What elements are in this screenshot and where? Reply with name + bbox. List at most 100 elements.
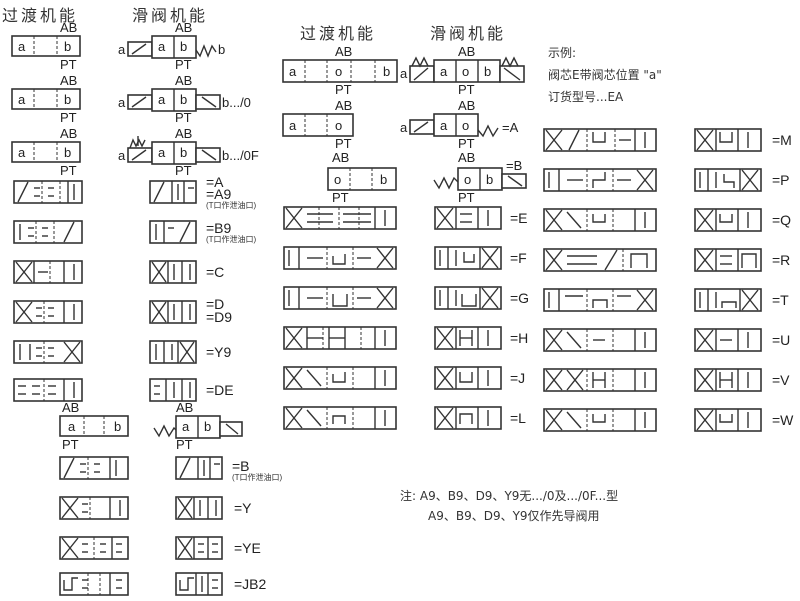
- transition-R: [543, 248, 657, 272]
- svg-text:a: a: [158, 92, 166, 107]
- spring-label-A: =A: [502, 120, 519, 135]
- svg-text:AB: AB: [175, 73, 192, 88]
- function-label-D: =D: [206, 296, 225, 312]
- svg-text:a: a: [158, 145, 166, 160]
- spool-A: [149, 180, 197, 204]
- transition-symbol-4: AB a b PT: [59, 400, 129, 452]
- svg-text:AB: AB: [335, 98, 352, 113]
- svg-text:PT: PT: [175, 163, 192, 178]
- svg-text:a: a: [400, 120, 408, 135]
- spool-B: [175, 456, 223, 480]
- spool-F: [434, 246, 502, 270]
- transition-P: [543, 168, 657, 192]
- spool-E: [434, 206, 502, 230]
- function-label-D9: =D9: [206, 309, 233, 325]
- spool-Q: [694, 208, 762, 232]
- svg-text:AB: AB: [62, 400, 79, 415]
- transition-A: [13, 180, 83, 204]
- function-label-B9: =B9: [206, 220, 232, 236]
- svg-text:a: a: [289, 64, 297, 79]
- svg-text:AB: AB: [458, 98, 475, 113]
- spool-M: [694, 128, 762, 152]
- function-label-F: =F: [510, 250, 527, 266]
- spool-Y: [175, 496, 223, 520]
- function-label-J: =J: [510, 370, 526, 386]
- function-remark-B: (T口作泄油口): [232, 473, 283, 482]
- transition-E: [283, 206, 397, 230]
- function-label-JB2: =JB2: [234, 576, 267, 592]
- function-label-DE: =DE: [206, 382, 234, 398]
- function-label-R: =R: [772, 252, 791, 268]
- svg-text:PT: PT: [458, 136, 475, 151]
- function-label-A9: =A9: [206, 186, 232, 202]
- example-block: 示例: 阀芯E带阀芯位置 "a" 订货型号...EA: [548, 42, 662, 108]
- title-transition-right: 过渡机能: [300, 24, 377, 43]
- svg-text:a: a: [400, 66, 408, 81]
- svg-text:PT: PT: [458, 190, 475, 205]
- function-grid-col1: =E =F =G =H =J =L: [283, 206, 543, 446]
- function-grid-col2: =M =P =Q =R =T =U =V =W: [543, 128, 800, 438]
- svg-text:AB: AB: [458, 44, 475, 59]
- function-label-G: =G: [510, 290, 530, 306]
- svg-text:b: b: [180, 92, 187, 107]
- note-line1: 注: A9、B9、D9、Y9无.../0及.../0F...型: [400, 489, 619, 503]
- spool-T: [694, 288, 762, 312]
- svg-text:b: b: [484, 64, 491, 79]
- svg-text:AB: AB: [60, 126, 77, 141]
- spool-L: [434, 406, 502, 430]
- transition-U: [543, 328, 657, 352]
- function-label-H: =H: [510, 330, 529, 346]
- svg-text:PT: PT: [335, 82, 352, 97]
- spool-W: [694, 408, 762, 432]
- suffix-0: b.../0: [222, 95, 251, 110]
- svg-text:a: a: [118, 148, 126, 163]
- svg-text:o: o: [462, 118, 469, 133]
- svg-text:AB: AB: [60, 20, 77, 35]
- svg-text:a: a: [158, 39, 166, 54]
- svg-text:PT: PT: [62, 437, 79, 452]
- transition-W: [543, 408, 657, 432]
- function-label-B: =B: [232, 458, 250, 474]
- transition-DE: [13, 378, 83, 402]
- svg-text:o: o: [462, 64, 469, 79]
- transition-B9: [13, 220, 83, 244]
- svg-text:b: b: [114, 419, 121, 434]
- svg-text:b: b: [64, 39, 71, 54]
- transition-B: [59, 456, 129, 480]
- svg-text:AB: AB: [175, 20, 192, 35]
- svg-text:a: a: [118, 42, 126, 57]
- function-remark-A9: (T口作泄油口): [206, 201, 257, 210]
- svg-text:a: a: [182, 419, 190, 434]
- spool-Y9: [149, 340, 197, 364]
- svg-text:PT: PT: [458, 82, 475, 97]
- transition-JB2: [59, 572, 129, 596]
- spool-G: [434, 286, 502, 310]
- svg-text:a: a: [18, 39, 26, 54]
- transition-D: [13, 300, 83, 324]
- svg-text:AB: AB: [335, 44, 352, 59]
- svg-text:b: b: [383, 64, 390, 79]
- transition-G: [283, 286, 397, 310]
- transition-M: [543, 128, 657, 152]
- function-label-M: =M: [772, 132, 792, 148]
- svg-text:b: b: [64, 92, 71, 107]
- spool-B9: [149, 220, 197, 244]
- spool-JB2: [175, 572, 223, 596]
- svg-text:a: a: [68, 419, 76, 434]
- svg-text:PT: PT: [60, 57, 77, 72]
- svg-text:a: a: [289, 118, 297, 133]
- spool-H: [434, 326, 502, 350]
- svg-text:o: o: [334, 172, 341, 187]
- svg-text:a: a: [18, 92, 26, 107]
- svg-text:AB: AB: [175, 126, 192, 141]
- spool-C: [149, 260, 197, 284]
- spool-D: [149, 300, 197, 324]
- svg-text:o: o: [464, 172, 471, 187]
